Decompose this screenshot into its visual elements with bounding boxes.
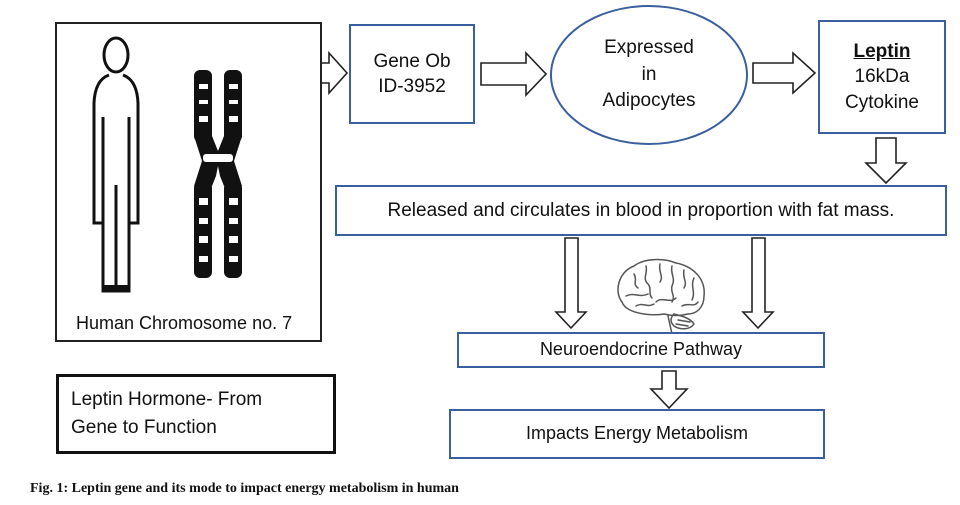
- figure-caption: Fig. 1: Leptin gene and its mode to impa…: [30, 481, 459, 496]
- energy-metabolism-box: Impacts Energy Metabolism: [449, 409, 825, 459]
- arrow-gene-to-expressed: [480, 51, 548, 97]
- neuroendocrine-text: Neuroendocrine Pathway: [539, 339, 743, 360]
- leptin-weight: 16kDa: [854, 66, 910, 88]
- diagram-title-box: Leptin Hormone- From Gene to Function: [56, 374, 336, 454]
- arrow-released-to-neuro-left: [554, 237, 588, 330]
- gene-ob-name: Gene Ob: [373, 50, 451, 72]
- chromosome-icon: [194, 70, 242, 278]
- leptin-type: Cytokine: [845, 91, 919, 113]
- chromosome-panel: [55, 22, 322, 342]
- arrow-neuro-to-energy: [649, 370, 689, 410]
- neuroendocrine-box: Neuroendocrine Pathway: [457, 332, 825, 368]
- released-text: Released and circulates in blood in prop…: [387, 199, 895, 221]
- arrow-released-to-neuro-right: [741, 237, 775, 330]
- brain-icon: [617, 258, 705, 335]
- expressed-line1: Expressed: [604, 37, 694, 59]
- human-figure-icon: [92, 36, 140, 293]
- released-box: Released and circulates in blood in prop…: [335, 185, 947, 236]
- expressed-line3: Adipocytes: [602, 90, 696, 112]
- leptin-title: Leptin: [853, 41, 911, 63]
- gene-ob-id: ID-3952: [378, 76, 446, 97]
- title-line1: Leptin Hormone- From: [71, 389, 263, 410]
- arrow-leptin-to-released: [864, 137, 908, 185]
- expressed-ellipse: Expressed in Adipocytes: [550, 5, 748, 145]
- energy-metabolism-text: Impacts Energy Metabolism: [525, 423, 749, 444]
- gene-ob-box: Gene Ob ID-3952: [349, 24, 475, 124]
- expressed-line2: in: [641, 63, 657, 85]
- arrow-expressed-to-leptin: [752, 51, 817, 95]
- leptin-box: Leptin 16kDa Cytokine: [818, 20, 946, 134]
- title-line2: Gene to Function: [71, 416, 217, 438]
- chromosome-label: Human Chromosome no. 7: [76, 313, 293, 333]
